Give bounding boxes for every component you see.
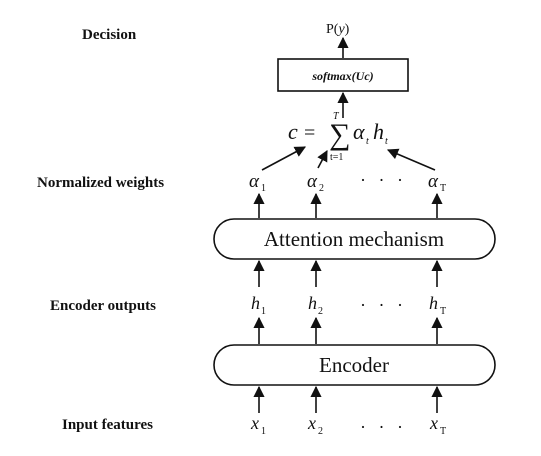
svg-text:1: 1	[261, 306, 266, 317]
label-input-features: Input features	[62, 417, 153, 433]
svg-text:α: α	[249, 171, 260, 192]
svg-text:=: =	[304, 122, 315, 144]
arrow-alpha2-to-context	[317, 150, 328, 169]
encoder-output-h-1: h 1	[251, 293, 266, 317]
svg-text:α: α	[353, 119, 365, 144]
svg-text:t: t	[385, 136, 388, 147]
attention-mechanism-label: Attention mechanism	[264, 227, 444, 251]
weight-alpha-2: α 2	[307, 171, 324, 194]
encoder-output-h-T: h T	[429, 293, 446, 317]
svg-text:T: T	[440, 426, 446, 437]
summation-symbol: ∑	[329, 118, 350, 151]
encoder-outputs-ellipsis: · · ·	[360, 295, 407, 315]
svg-text:h: h	[373, 119, 384, 144]
arrow-alpha1-to-context	[261, 146, 306, 171]
encoder-output-h-2: h 2	[308, 293, 323, 317]
svg-text:x: x	[307, 413, 316, 433]
encoder-label: Encoder	[319, 353, 389, 377]
weight-alpha-T: α T	[428, 171, 446, 194]
label-decision: Decision	[82, 27, 137, 43]
svg-text:t: t	[366, 136, 369, 147]
softmax-label: softmax(Uc)	[311, 69, 373, 83]
attention-mechanism-box	[213, 218, 496, 260]
svg-text:1: 1	[261, 183, 266, 194]
svg-text:2: 2	[319, 183, 324, 194]
svg-text:c: c	[288, 119, 298, 144]
input-x-T: x T	[429, 413, 446, 437]
weights-ellipsis: · · ·	[360, 170, 407, 190]
weight-alpha-1: α 1	[249, 171, 266, 194]
label-normalized-weights: Normalized weights	[37, 175, 164, 191]
arrow-alphaT-to-context	[386, 148, 436, 171]
svg-text:t=1: t=1	[330, 152, 343, 163]
svg-text:T: T	[440, 306, 446, 317]
inputs-ellipsis: · · ·	[360, 417, 407, 437]
svg-text:2: 2	[318, 306, 323, 317]
svg-text:T: T	[333, 111, 340, 122]
svg-text:2: 2	[318, 426, 323, 437]
encoder-box	[213, 344, 496, 386]
svg-text:h: h	[429, 293, 438, 313]
svg-text:α: α	[428, 171, 439, 192]
svg-text:T: T	[440, 183, 446, 194]
context-formula: c = ∑ T t=1 α t h t	[288, 111, 388, 163]
svg-text:h: h	[308, 293, 317, 313]
input-x-1: x 1	[250, 413, 266, 437]
svg-text:α: α	[307, 171, 318, 192]
svg-text:x: x	[250, 413, 259, 433]
output-probability: P(y)	[326, 22, 350, 37]
svg-text:x: x	[429, 413, 438, 433]
label-encoder-outputs: Encoder outputs	[50, 298, 156, 314]
softmax-box	[277, 58, 409, 92]
svg-text:1: 1	[261, 426, 266, 437]
svg-text:h: h	[251, 293, 260, 313]
input-x-2: x 2	[307, 413, 323, 437]
